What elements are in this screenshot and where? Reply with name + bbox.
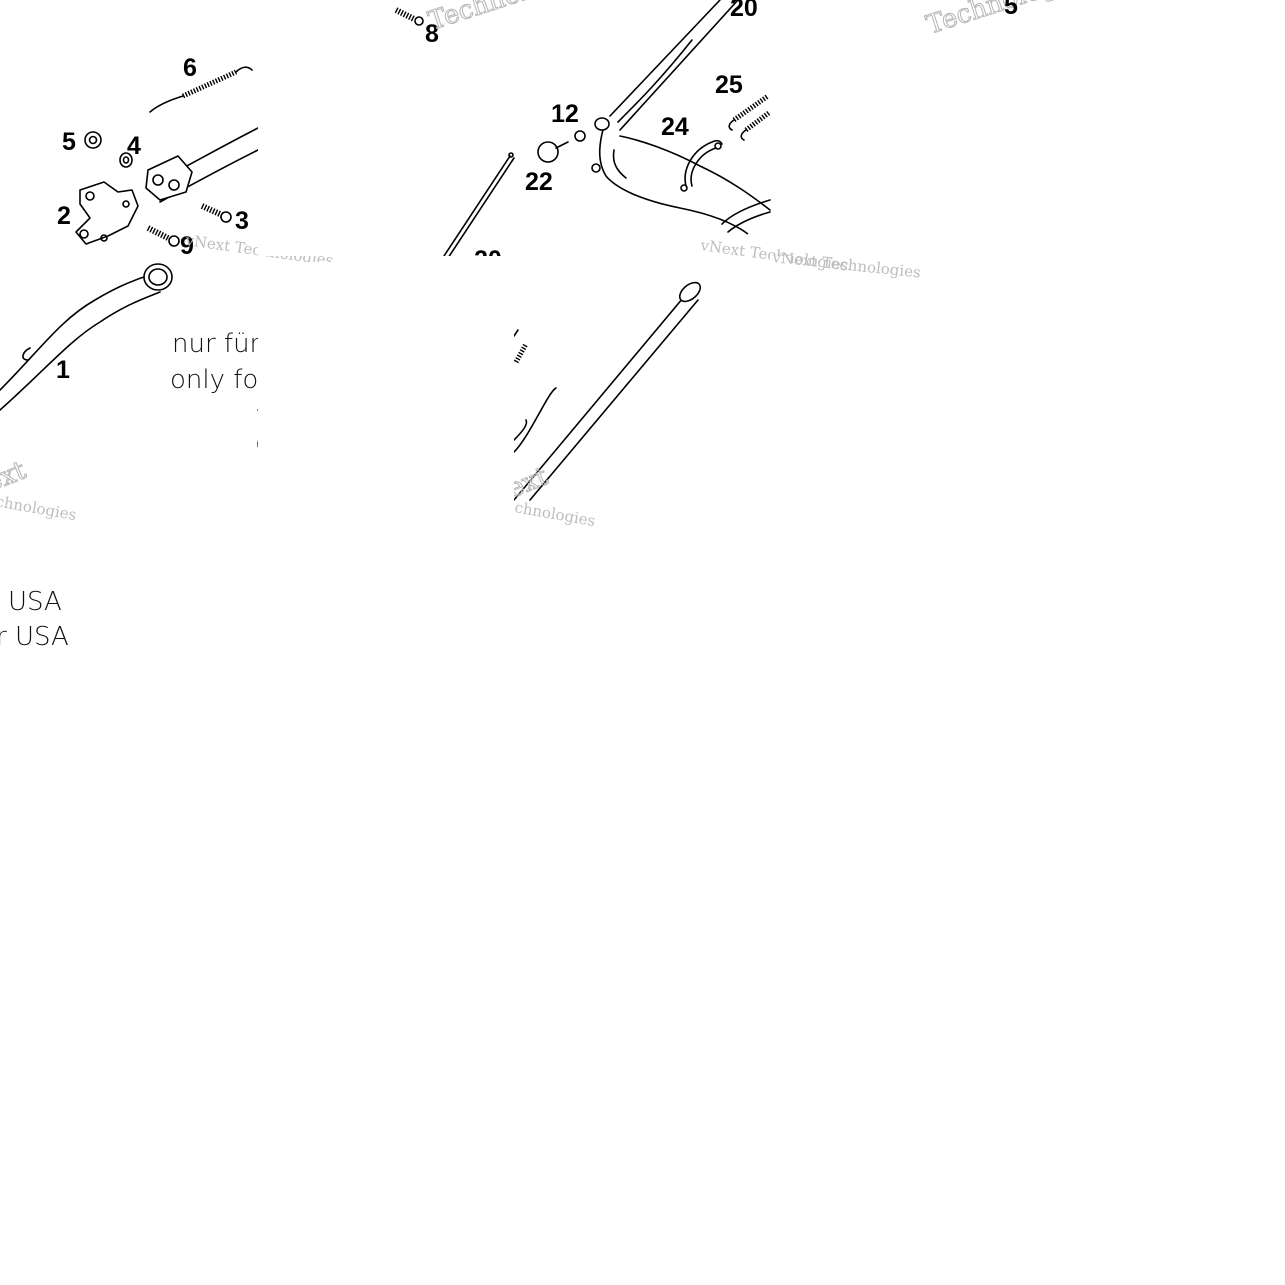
spring-part-25 — [728, 93, 772, 141]
callout-4: 4 — [127, 132, 141, 160]
watermark-brand-3: vNext Technologies — [771, 248, 922, 282]
callout-20: 20 — [730, 0, 758, 22]
frame-tube-part-20 — [598, 0, 771, 235]
bolt-part-8 — [394, 7, 424, 26]
watermark-chno: chnologies — [0, 492, 78, 524]
note-german-partial: nur für — [172, 329, 261, 359]
callout-24: 24 — [661, 113, 689, 141]
rubber-foot-part-22 — [537, 141, 601, 173]
callout-25: 25 — [715, 71, 743, 99]
watermark-technologies-top: Technologies — [425, 0, 598, 37]
tile-top-right: Technologies 5 vNext Technologies — [771, 0, 1097, 282]
clip-part-24 — [680, 139, 723, 192]
long-rod-part — [443, 155, 515, 259]
tile-top-left: 6 5 4 2 3 9 1 nur für only for vNext Tec… — [0, 0, 514, 524]
watermark-ext: ext — [0, 455, 31, 498]
callout-2: 2 — [57, 202, 71, 230]
callout-8: 8 — [425, 20, 439, 48]
nut-part-5 — [84, 131, 102, 149]
bushing-part-4 — [119, 152, 133, 168]
callout-3: 3 — [235, 207, 249, 235]
watermark-chno-2: chnologies — [513, 498, 596, 530]
note-english-partial: only for — [170, 365, 269, 395]
tile-middle: ext chnologies — [503, 256, 790, 530]
stand-leg-part — [513, 281, 702, 501]
callout-1: 1 — [56, 356, 70, 384]
callout-5: 5 — [62, 128, 76, 156]
note-usa-line1: USA — [8, 587, 62, 617]
callout-12: 12 — [551, 100, 579, 128]
callout-6: 6 — [183, 54, 197, 82]
spring-part-6 — [149, 66, 253, 113]
bracket-part-2 — [75, 181, 139, 245]
stand-tube-part-1 — [0, 263, 173, 411]
callout-22: 22 — [525, 168, 553, 196]
bushing-part-12 — [574, 117, 610, 142]
note-usa-line2: r USA — [0, 622, 69, 652]
tile-lower-left: USA r USA — [0, 587, 69, 652]
clevis-fork-part — [145, 155, 193, 201]
bolt-part-9 — [146, 225, 180, 247]
bolt-part-3 — [200, 203, 232, 223]
bracket-edge-part — [721, 199, 771, 233]
callout-9: 9 — [180, 232, 194, 260]
callout-5-right: 5 — [1004, 0, 1018, 20]
tile-top-middle: 8 20 12 22 24 25 20 Technologies vNext T… — [390, 0, 850, 275]
